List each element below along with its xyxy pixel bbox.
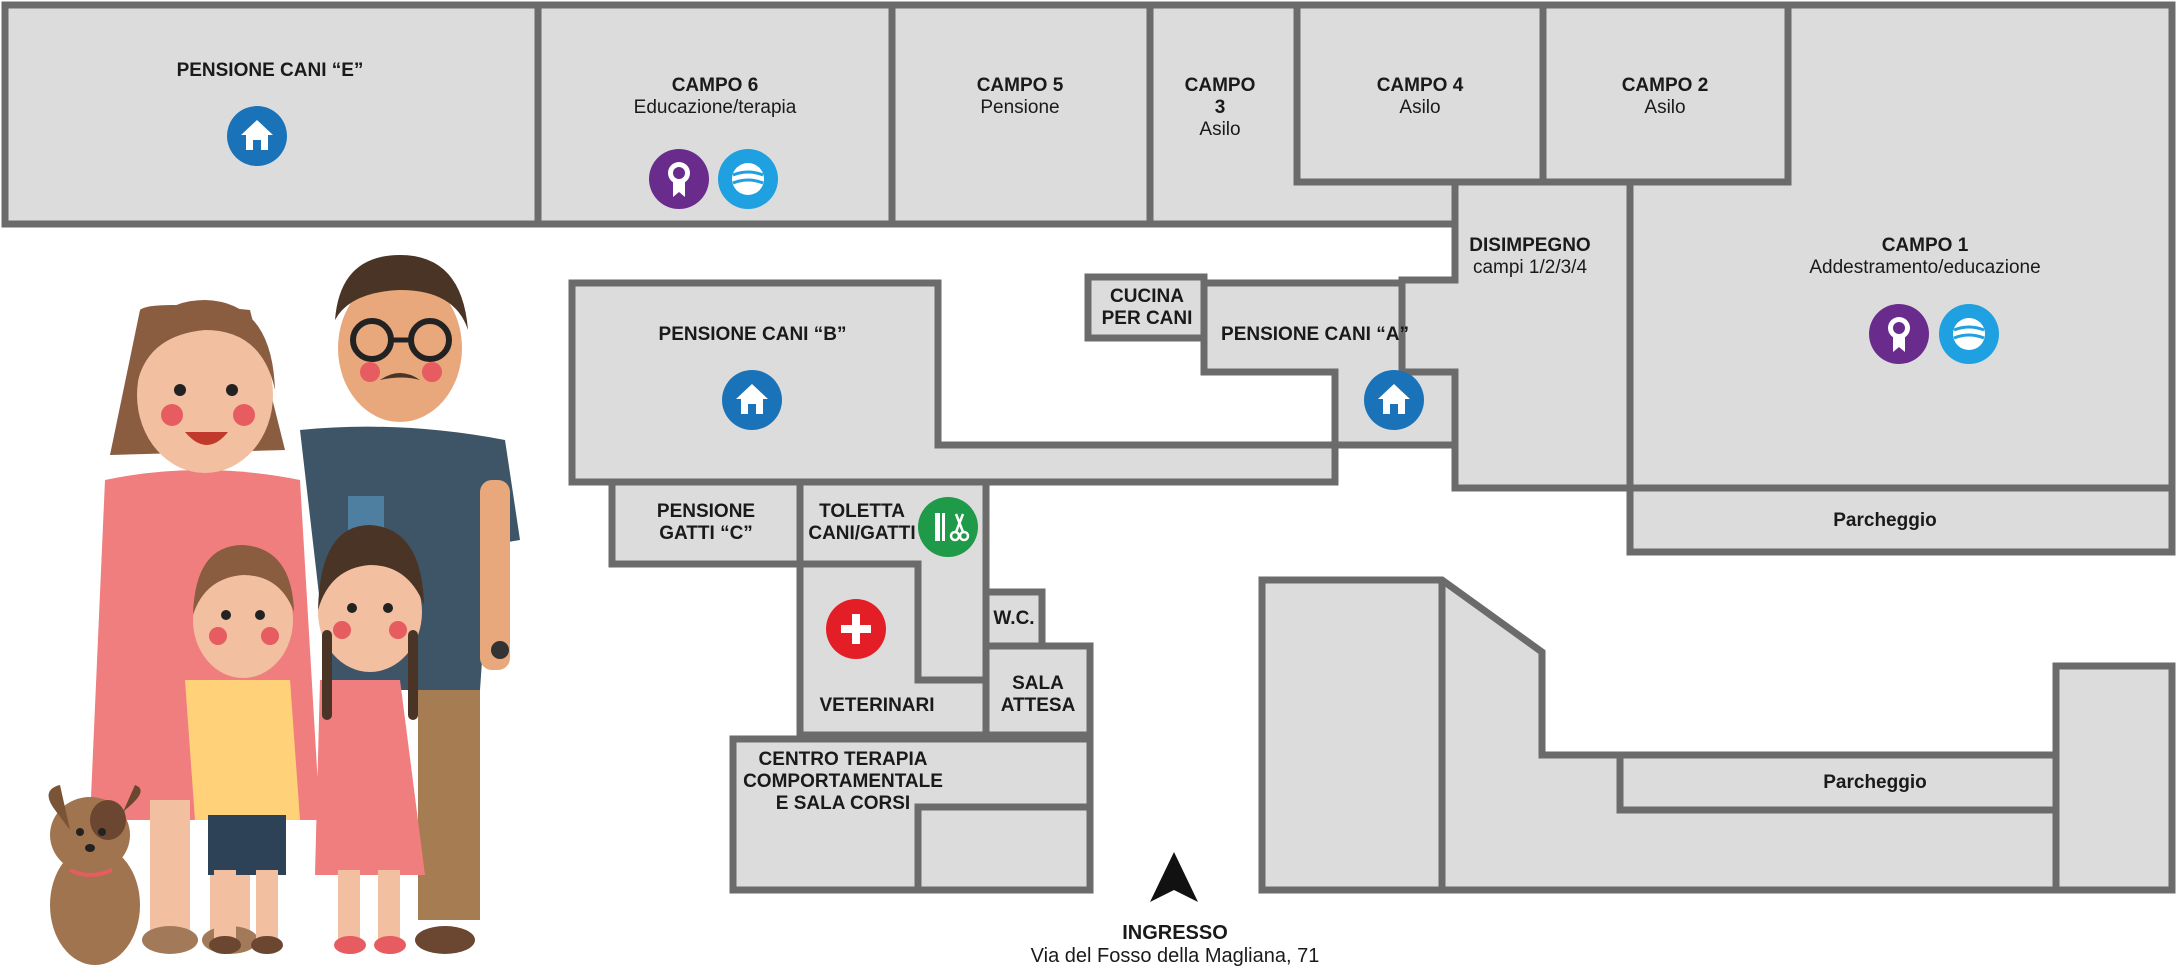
label-campo-1: CAMPO 1 Addestramento/educazione [1775,235,2075,279]
pensione-e-title: PENSIONE CANI “E” [176,60,364,81]
campo-2-subtitle: Asilo [1644,96,1686,118]
campo-3-title-line1: CAMPO [1184,75,1256,96]
sala-attesa-line2: ATTESA [1000,694,1076,716]
campo-4-subtitle: Asilo [1399,96,1441,118]
toletta-line1: TOLETTA [819,501,905,522]
campo-5-title: CAMPO 5 [976,75,1064,96]
grooming-icon[interactable] [918,497,978,557]
sala-attesa-line1: SALA [1012,673,1064,694]
label-toletta: TOLETTA CANI/GATTI [800,501,924,545]
family-illustration [48,255,520,965]
cucina-line2: PER CANI [1101,307,1193,329]
parcheggio-bottom-title: Parcheggio [1823,772,1927,793]
label-cucina: CUCINA PER CANI [1093,286,1201,330]
campo-1-subtitle: Addestramento/educazione [1809,256,2041,278]
campo-3-title-line2: 3 [1214,96,1226,118]
entrance-address: Via del Fosso della Magliana, 71 [1030,945,1320,967]
label-disimpegno: DISIMPEGNO campi 1/2/3/4 [1440,235,1620,279]
label-campo-6: CAMPO 6 Educazione/terapia [600,75,830,119]
ball-icon[interactable] [1939,304,1999,364]
label-campo-3: CAMPO 3 Asilo [1160,75,1280,141]
disimpegno-subtitle: campi 1/2/3/4 [1472,256,1588,278]
room-campo-5[interactable] [888,1,1154,228]
dog-figure [48,785,141,965]
girl-figure [315,525,425,954]
parking-bottom[interactable] [1616,751,2060,814]
label-sala-attesa: SALA ATTESA [986,673,1090,717]
label-parcheggio-top: Parcheggio [1785,510,1985,532]
centro-line2: COMPORTAMENTALE [743,770,943,792]
label-campo-4: CAMPO 4 Asilo [1320,75,1520,119]
pensione-c-line2: GATTI “C” [659,522,753,544]
campo-4-title: CAMPO 4 [1376,75,1464,96]
entrance-title: INGRESSO [1122,922,1228,944]
label-pensione-b: PENSIONE CANI “B” [630,324,875,346]
label-centro-terapia: CENTRO TERAPIA COMPORTAMENTALE E SALA CO… [733,749,953,815]
award-ribbon-icon[interactable] [649,149,709,209]
parcheggio-top-title: Parcheggio [1833,510,1937,531]
label-pensione-a: PENSIONE CANI “A” [1215,324,1415,346]
veterinari-title: VETERINARI [819,695,935,716]
disimpegno-title: DISIMPEGNO [1469,235,1591,256]
ball-icon[interactable] [718,149,778,209]
centro-line3: E SALA CORSI [775,792,911,814]
wc-title: W.C. [993,608,1035,629]
north-arrow-icon [1150,852,1198,902]
label-wc: W.C. [986,608,1042,630]
campo-1-title: CAMPO 1 [1881,235,1969,256]
toletta-line2: CANI/GATTI [808,522,916,544]
label-parcheggio-bottom: Parcheggio [1775,772,1975,794]
label-pensione-c: PENSIONE GATTI “C” [618,501,794,545]
parking-lot-area[interactable] [1258,576,2176,894]
home-icon[interactable] [722,370,782,430]
entrance-label: INGRESSO Via del Fosso della Magliana, 7… [1010,922,1340,968]
medical-cross-icon[interactable] [826,599,886,659]
pensione-b-title: PENSIONE CANI “B” [658,324,847,345]
cucina-line1: CUCINA [1110,286,1184,307]
pensione-c-line1: PENSIONE [656,501,756,522]
campo-3-subtitle: Asilo [1199,118,1241,140]
boy-figure [185,545,300,954]
home-icon[interactable] [227,106,287,166]
campo-2-title: CAMPO 2 [1621,75,1709,96]
centro-line1: CENTRO TERAPIA [758,749,928,770]
pensione-a-title: PENSIONE CANI “A” [1221,324,1409,345]
room-campo-6[interactable] [534,1,896,228]
campo-6-title: CAMPO 6 [671,75,759,96]
parking-top[interactable] [1626,484,2176,556]
label-campo-5: CAMPO 5 Pensione [920,75,1120,119]
label-pensione-e: PENSIONE CANI “E” [145,60,395,82]
campo-5-subtitle: Pensione [980,96,1060,118]
room-sala-attesa[interactable] [982,642,1094,739]
award-ribbon-icon[interactable] [1869,304,1929,364]
campo-6-subtitle: Educazione/terapia [633,96,797,118]
label-veterinari: VETERINARI [800,695,954,717]
home-icon[interactable] [1364,370,1424,430]
label-campo-2: CAMPO 2 Asilo [1565,75,1765,119]
room-small-store[interactable] [914,803,1094,894]
